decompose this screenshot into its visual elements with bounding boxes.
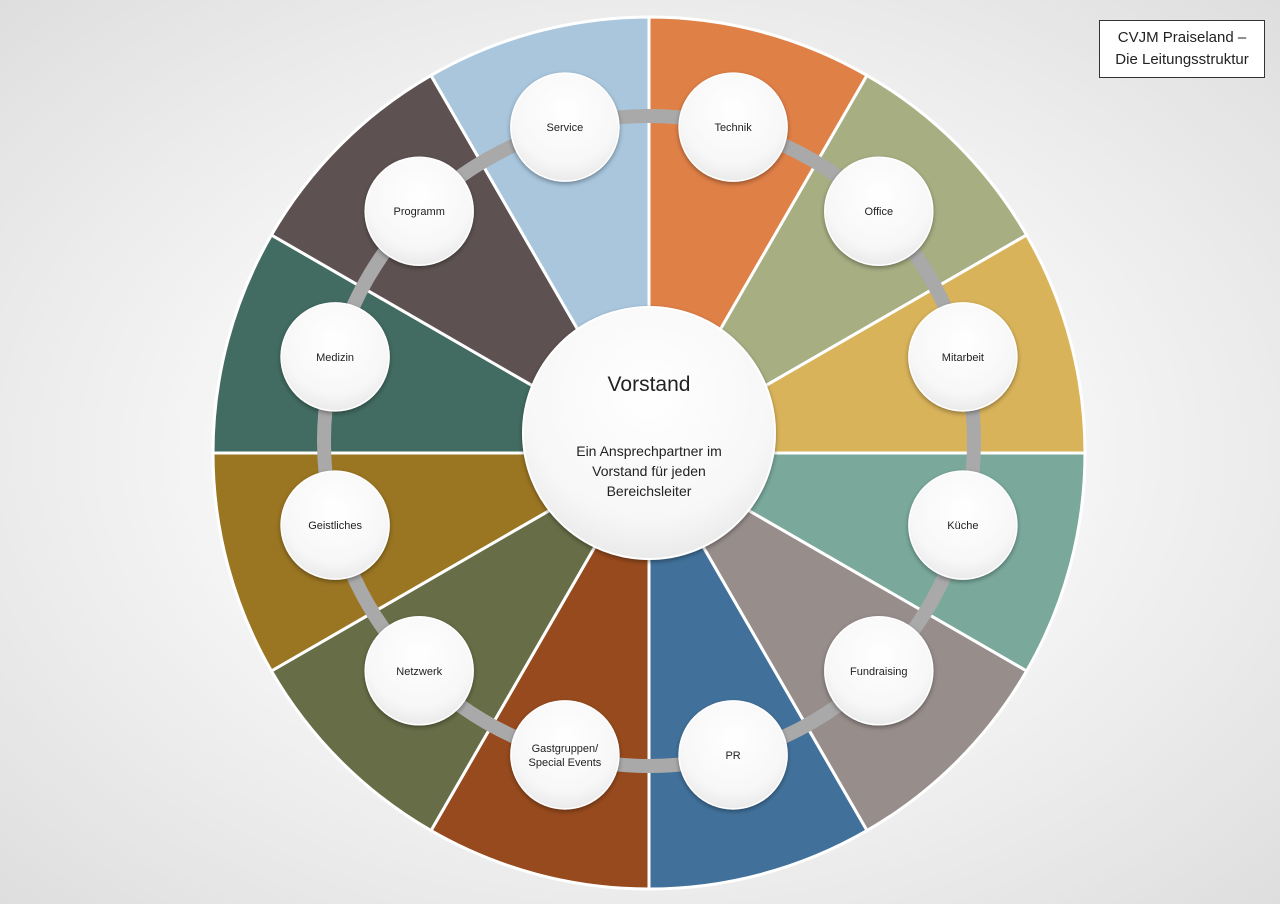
connector-ring: [317, 109, 981, 773]
node-circle: [280, 302, 390, 412]
node-4: Küche: [908, 470, 1018, 580]
node-circle: [824, 616, 934, 726]
node-label: Fundraising: [850, 666, 907, 678]
node-label: PR: [725, 750, 740, 762]
node-6: PR: [678, 700, 788, 810]
center-text-line-2: Vorstand für jeden: [592, 463, 706, 479]
node-circle: [510, 700, 620, 810]
node-label: Netzwerk: [396, 666, 442, 678]
node-7: Gastgruppen/Special Events: [510, 700, 620, 810]
nodes-layer: TechnikOfficeMitarbeitKücheFundraisingPR…: [280, 72, 1018, 810]
node-8: Netzwerk: [364, 616, 474, 726]
node-12: Service: [510, 72, 620, 182]
node-circle: [678, 72, 788, 182]
node-circle: [364, 156, 474, 266]
node-label: Mitarbeit: [942, 352, 984, 364]
node-label: Gastgruppen/: [532, 743, 600, 755]
node-label: Medizin: [316, 352, 354, 364]
node-2: Office: [824, 156, 934, 266]
node-9: Geistliches: [280, 470, 390, 580]
title-line-2: Die Leitungsstruktur: [1115, 51, 1249, 68]
title-line-1: CVJM Praiseland –: [1117, 29, 1247, 46]
node-circle: [908, 302, 1018, 412]
node-circle: [908, 470, 1018, 580]
node-label: Programm: [394, 206, 445, 218]
node-circle: [678, 700, 788, 810]
center-text-line-3: Bereichsleiter: [607, 483, 692, 499]
node-label: Special Events: [529, 757, 602, 769]
node-circle: [280, 470, 390, 580]
node-label: Technik: [714, 122, 752, 134]
node-circle: [824, 156, 934, 266]
node-label: Service: [547, 122, 584, 134]
node-label: Küche: [947, 520, 978, 532]
node-1: Technik: [678, 72, 788, 182]
center-title: Vorstand: [608, 373, 691, 396]
node-circle: [364, 616, 474, 726]
node-label: Office: [865, 206, 894, 218]
node-label: Geistliches: [308, 520, 362, 532]
node-11: Programm: [364, 156, 474, 266]
title-box: CVJM Praiseland – Die Leitungsstruktur: [1099, 20, 1265, 78]
center-hub: Vorstand Ein Ansprechpartner im Vorstand …: [522, 306, 776, 560]
node-5: Fundraising: [824, 616, 934, 726]
center-text-line-1: Ein Ansprechpartner im: [576, 443, 722, 459]
node-10: Medizin: [280, 302, 390, 412]
node-3: Mitarbeit: [908, 302, 1018, 412]
node-circle: [510, 72, 620, 182]
